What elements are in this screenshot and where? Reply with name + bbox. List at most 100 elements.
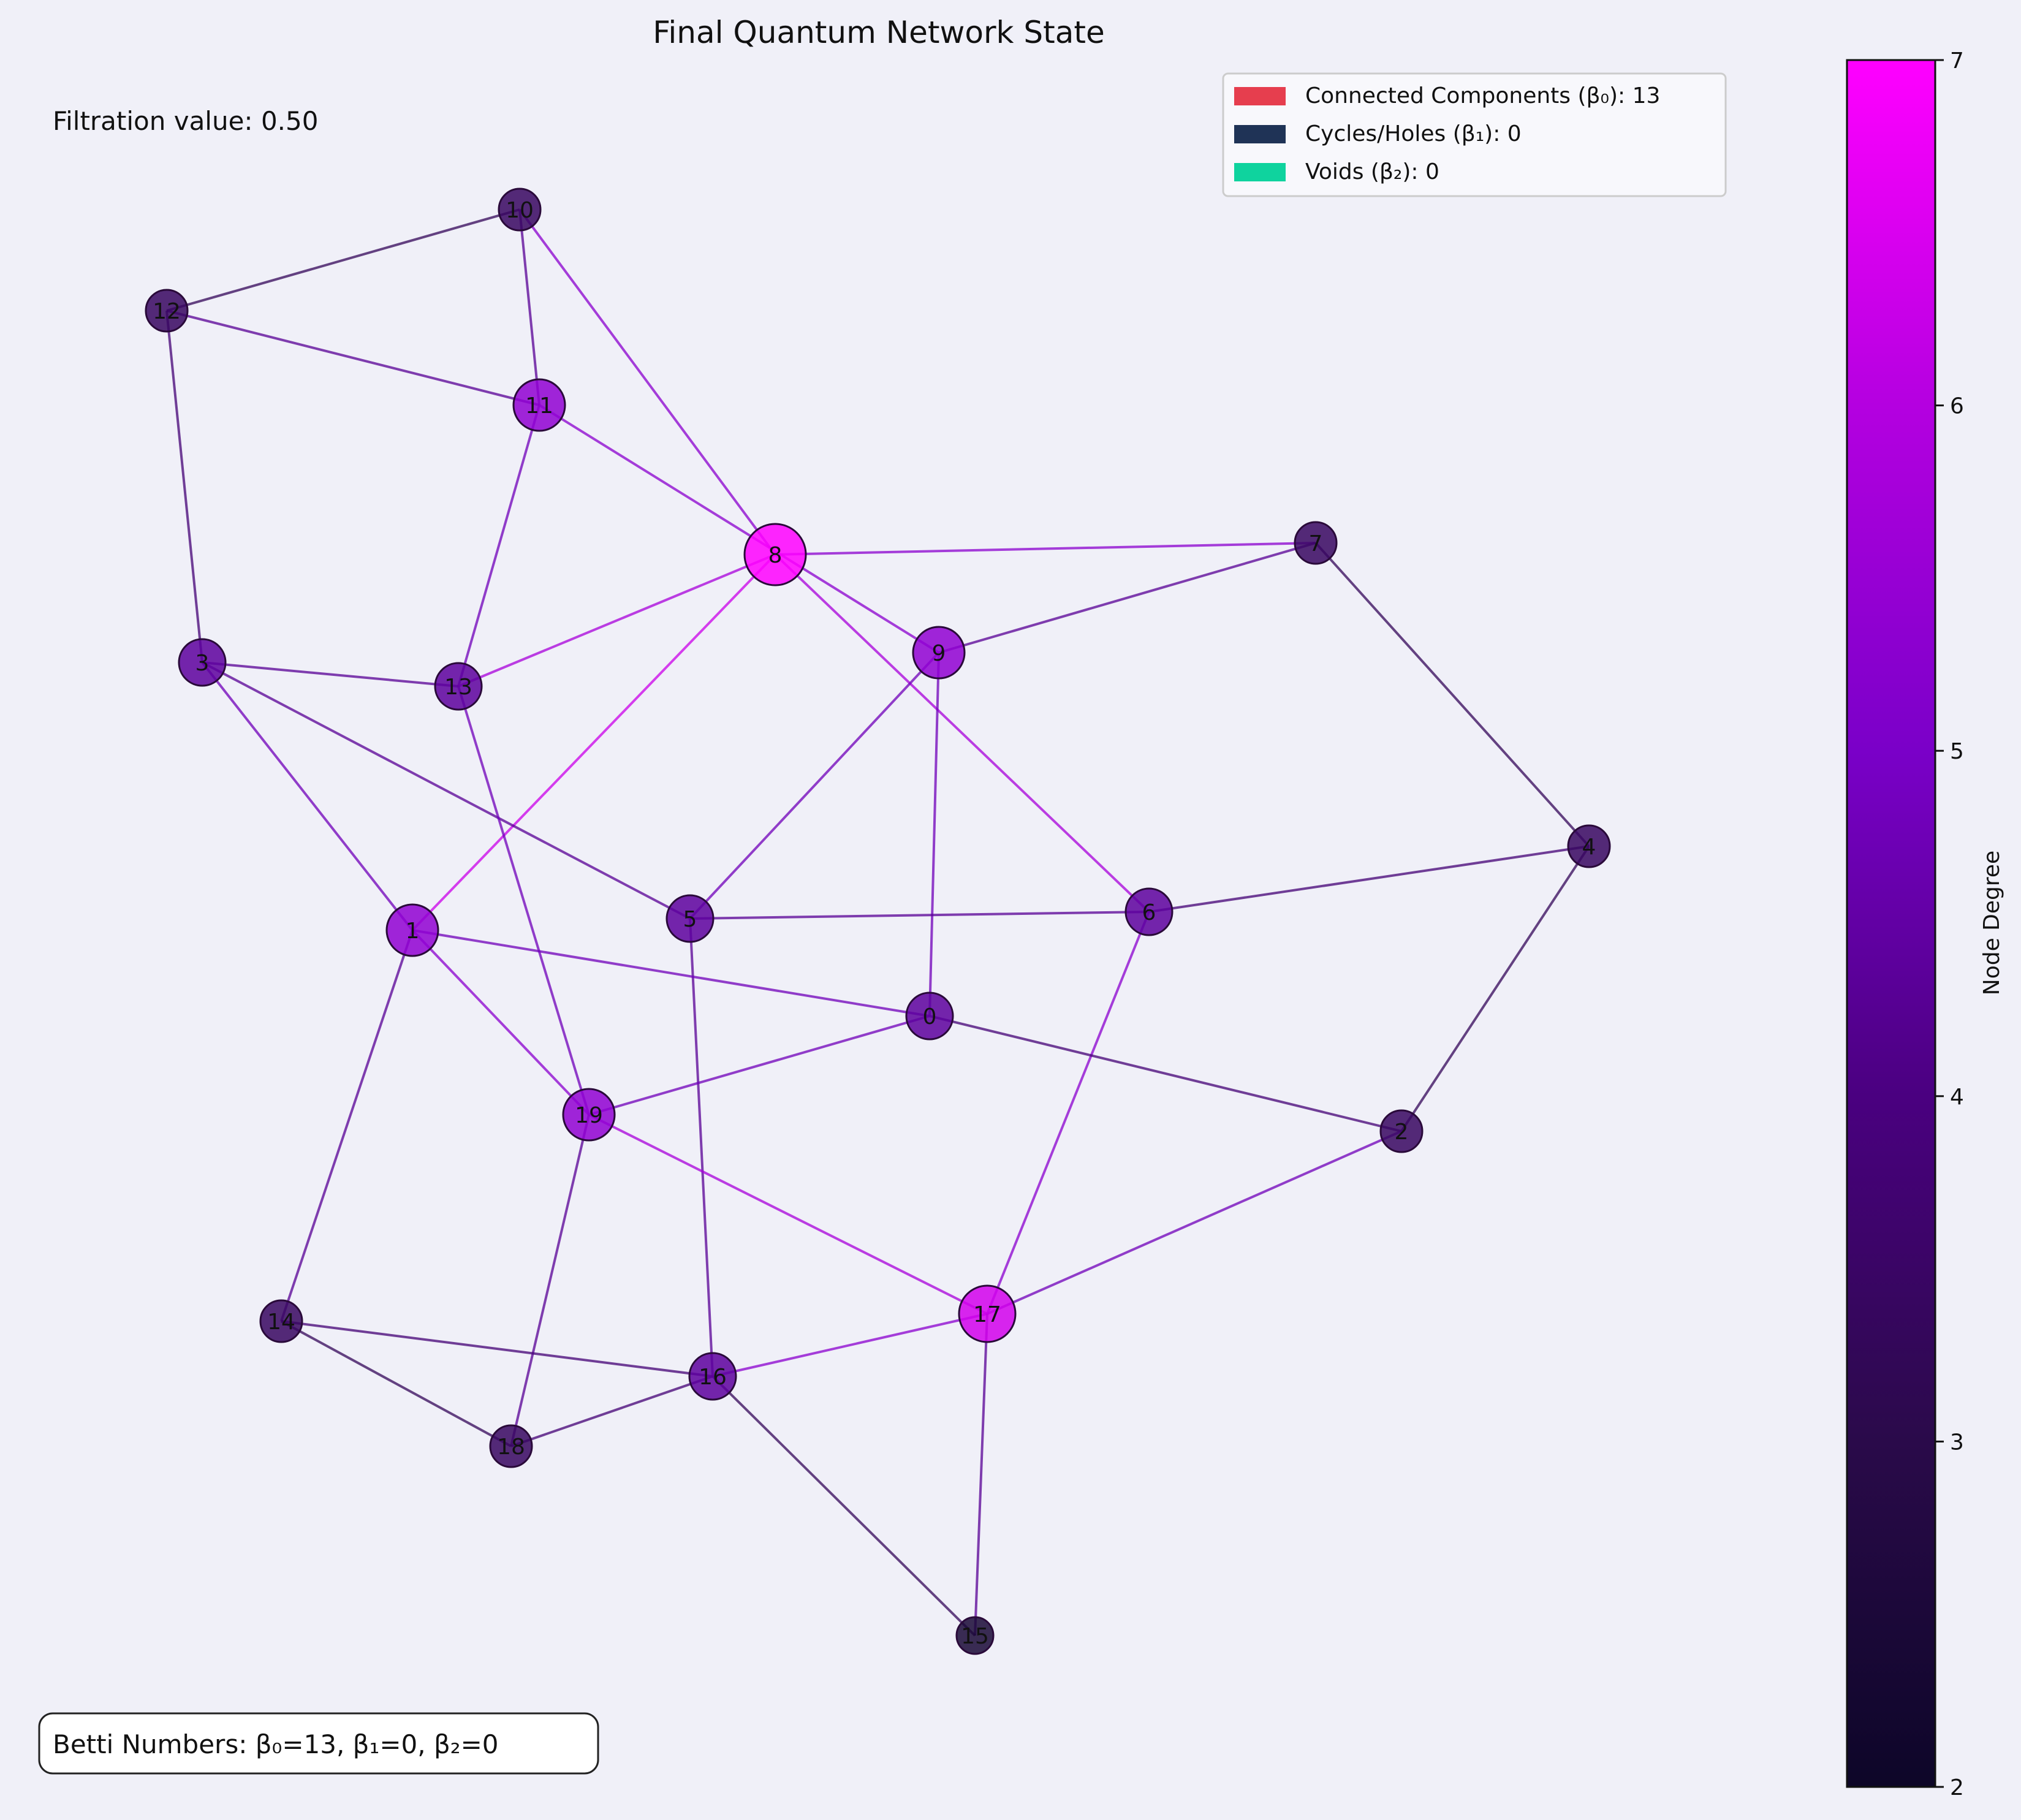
colorbar-tick-label-4: 4 (1950, 1085, 1964, 1110)
edge-0-19 (588, 1015, 930, 1116)
edge-18-16 (510, 1375, 713, 1447)
colorbar-tick-label-7: 7 (1950, 48, 1964, 74)
edge-8-1 (411, 553, 776, 931)
betti-numbers-box: Betti Numbers: β₀=13, β₁=0, β₂=0 (38, 1712, 599, 1775)
edge-12-11 (166, 309, 540, 406)
node-13[interactable] (434, 662, 483, 711)
node-9[interactable] (912, 626, 966, 680)
colorbar: 2 3 4 5 6 7 Node Degree (1846, 48, 2004, 1800)
node-label-14: 14 (267, 1310, 295, 1335)
figure-title: Final Quantum Network State (653, 15, 1104, 50)
node-7[interactable] (1294, 521, 1338, 565)
legend-label-voids: Voids (β₂): 0 (1305, 159, 1439, 184)
node-label-9: 9 (932, 641, 946, 666)
edge-19-18 (510, 1114, 590, 1447)
colorbar-label: Node Degree (1979, 851, 2004, 995)
node-label-3: 3 (195, 651, 210, 676)
colorbar-tick-label-3: 3 (1950, 1430, 1964, 1455)
edge-3-5 (202, 661, 691, 920)
node-11[interactable] (512, 378, 566, 432)
edge-13-19 (457, 686, 590, 1115)
node-0[interactable] (905, 992, 954, 1041)
node-label-19: 19 (575, 1103, 603, 1128)
node-label-0: 0 (923, 1004, 937, 1029)
legend-label-components: Connected Components (β₀): 13 (1305, 83, 1660, 108)
colorbar-tick-label-2: 2 (1950, 1775, 1964, 1800)
node-18[interactable] (489, 1424, 533, 1468)
edge-9-0 (928, 652, 940, 1017)
edge-2-17 (987, 1130, 1402, 1315)
node-14[interactable] (259, 1299, 303, 1343)
colorbar-gradient (1846, 59, 1936, 1788)
node-label-7: 7 (1309, 531, 1323, 556)
node-19[interactable] (562, 1088, 616, 1142)
edge-8-6 (774, 553, 1150, 913)
edge-8-13 (458, 553, 776, 688)
node-label-16: 16 (699, 1365, 727, 1390)
node-label-12: 12 (153, 299, 181, 324)
node-label-2: 2 (1395, 1120, 1409, 1145)
edge-layer (165, 208, 1590, 1637)
node-label-6: 6 (1142, 900, 1156, 925)
edge-10-12 (166, 208, 520, 312)
node-1[interactable] (385, 903, 439, 957)
edge-1-19 (411, 929, 590, 1116)
node-label-4: 4 (1582, 835, 1596, 860)
node-label-17: 17 (973, 1302, 1001, 1327)
edge-1-14 (280, 930, 414, 1322)
edge-6-17 (986, 911, 1150, 1314)
edge-12-3 (165, 310, 203, 663)
node-label-1: 1 (406, 919, 420, 944)
node-label-10: 10 (506, 198, 534, 223)
node-17[interactable] (958, 1284, 1017, 1343)
colorbar-ticks: 2 3 4 5 6 7 (1935, 48, 1964, 1800)
edge-14-18 (281, 1320, 512, 1447)
legend-swatch-voids (1234, 163, 1286, 181)
node-label-13: 13 (444, 675, 472, 700)
node-6[interactable] (1124, 887, 1174, 936)
edge-17-15 (974, 1313, 988, 1636)
edge-5-16 (689, 918, 714, 1377)
edge-14-16 (281, 1320, 713, 1378)
edge-11-13 (457, 404, 540, 687)
node-16[interactable] (688, 1352, 737, 1401)
node-label-18: 18 (497, 1435, 525, 1460)
node-3[interactable] (178, 638, 227, 687)
legend-frame (1222, 72, 1727, 197)
node-5[interactable] (665, 894, 715, 943)
edge-0-2 (929, 1015, 1402, 1132)
edge-6-4 (1148, 845, 1590, 913)
node-10[interactable] (498, 188, 542, 232)
node-label-8: 8 (768, 543, 783, 568)
betti-numbers-text: Betti Numbers: β₀=13, β₁=0, β₂=0 (53, 1729, 499, 1759)
betti-numbers-frame (38, 1712, 599, 1775)
colorbar-tick-label-5: 5 (1950, 739, 1964, 764)
edge-10-8 (518, 208, 776, 556)
node-15[interactable] (955, 1616, 995, 1655)
node-label-5: 5 (683, 907, 697, 932)
edge-19-17 (588, 1113, 988, 1315)
edge-10-11 (518, 209, 540, 406)
edge-1-0 (412, 929, 930, 1017)
edge-16-15 (711, 1375, 976, 1637)
colorbar-tick-label-6: 6 (1950, 394, 1964, 419)
edge-4-2 (1400, 845, 1590, 1132)
node-8[interactable] (743, 523, 807, 586)
edge-3-13 (202, 661, 459, 688)
node-12[interactable] (145, 289, 189, 333)
edge-7-4 (1314, 542, 1590, 847)
edge-8-7 (775, 542, 1316, 556)
edge-3-1 (201, 661, 414, 931)
node-label-15: 15 (961, 1624, 989, 1649)
edge-11-9 (538, 404, 940, 654)
edge-7-9 (938, 542, 1316, 654)
legend-swatch-components (1234, 87, 1286, 105)
legend: Connected Components (β₀): 13 Cycles/Hol… (1222, 72, 1727, 197)
node-2[interactable] (1379, 1109, 1424, 1153)
edge-5-6 (689, 911, 1150, 920)
node-4[interactable] (1567, 824, 1611, 868)
edge-9-5 (689, 651, 940, 920)
